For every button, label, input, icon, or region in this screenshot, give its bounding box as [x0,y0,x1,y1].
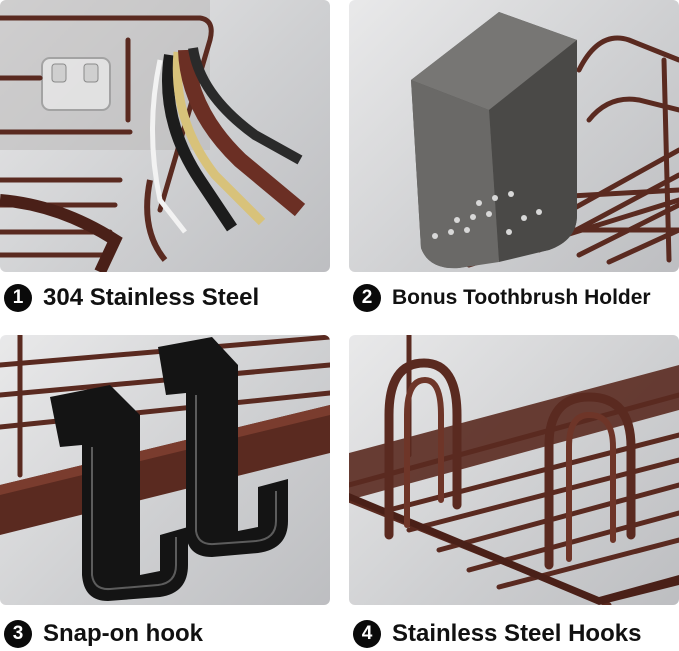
snap-on-hook-photo [0,335,330,605]
feature-number-badge: 2 [353,284,381,312]
stainless-steel-hooks-photo [349,335,679,605]
wire-hooks-illustration [349,335,679,605]
rail-layers-illustration [0,0,306,272]
feature-title: Stainless Steel Hooks [392,620,642,647]
feature-caption-2: 2 Bonus Toothbrush Holder [353,284,651,312]
feature-number-badge: 1 [4,284,32,312]
toothbrush-cup-illustration [411,12,679,269]
feature-caption-4: 4 Stainless Steel Hooks [353,620,641,648]
feature-number-badge: 4 [353,620,381,648]
stainless-steel-photo [0,0,330,272]
feature-title: Snap-on hook [43,620,203,647]
toothbrush-holder-photo [349,0,679,272]
feature-title: 304 Stainless Steel [43,284,260,311]
snap-on-hooks-illustration [0,335,330,601]
feature-caption-1: 1 304 Stainless Steel [4,284,259,312]
feature-caption-3: 3 Snap-on hook [4,620,203,648]
feature-number-badge: 3 [4,620,32,648]
feature-title: Bonus Toothbrush Holder [392,286,651,309]
